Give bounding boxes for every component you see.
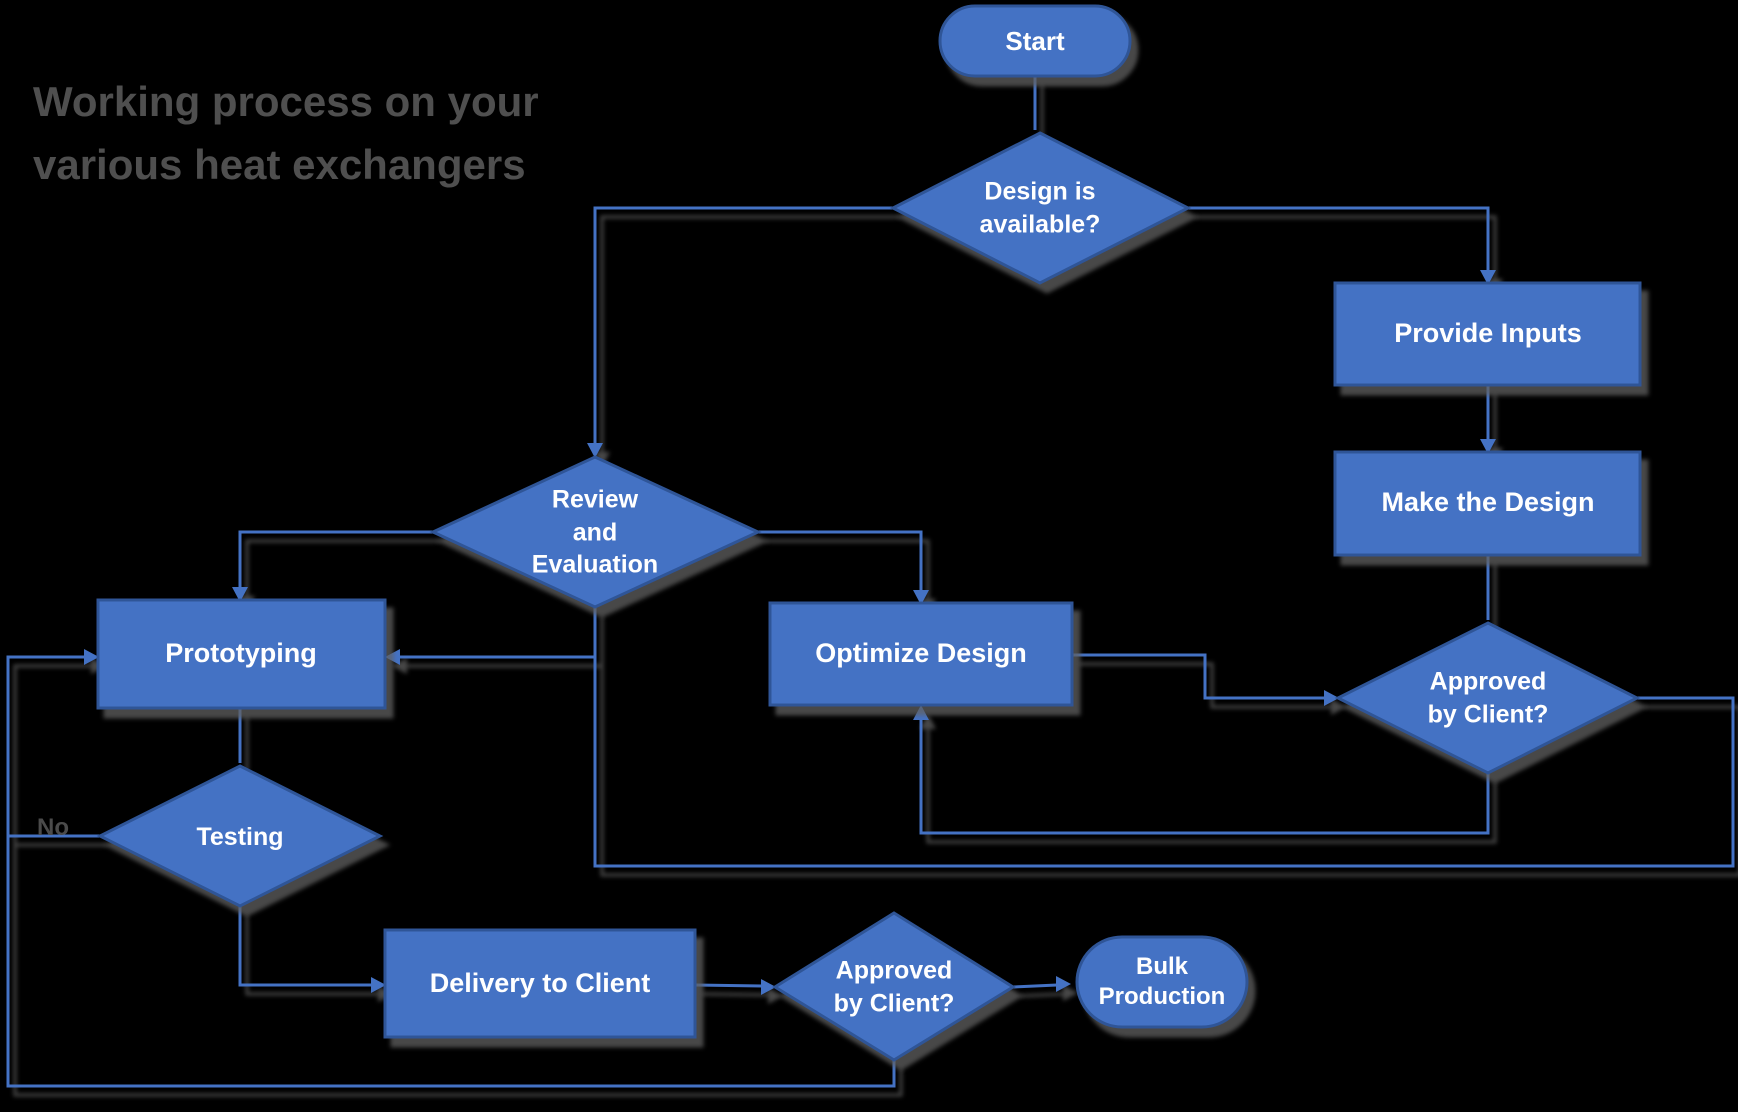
optimize-design-shape	[768, 601, 1074, 707]
delivery-to-client-shape	[383, 928, 697, 1039]
edge-optimize-approved1	[1072, 653, 1325, 700]
edge-approved1-no-optimize	[919, 718, 1490, 835]
edge-label-no: No	[37, 814, 69, 841]
edge-review-optimize	[758, 530, 923, 590]
approved-by-client-1-shape	[1334, 621, 1641, 775]
node-shapes	[96, 4, 1642, 1062]
edge-testing-delivery	[238, 906, 372, 987]
page-title: Working process on your various heat exc…	[33, 78, 539, 188]
review-evaluation-shape	[429, 455, 762, 609]
edge-review-prototyping	[238, 530, 433, 587]
arrow-into-bulk-left	[1056, 976, 1071, 992]
approved-by-client-2-shape	[772, 911, 1016, 1062]
design-available-shape	[889, 131, 1192, 285]
edge-return-loop-left	[6, 655, 896, 1088]
arrow-into-prototyping-top	[232, 587, 248, 602]
arrow-into-delivery-left	[371, 977, 386, 993]
testing-shape	[96, 764, 384, 908]
arrow-into-optimize-bottom	[913, 705, 929, 720]
arrow-into-approved2-left	[761, 979, 776, 995]
connector-lines	[6, 76, 1735, 1088]
edge-design-provide-inputs	[1188, 206, 1490, 270]
edge-approved1-yes-prototyping	[398, 655, 1735, 868]
arrow-into-prototyping-right	[385, 649, 400, 665]
arrow-into-provide-top	[1480, 270, 1496, 285]
bulk-production-shape	[1075, 935, 1249, 1029]
arrow-into-optimize-top	[913, 590, 929, 605]
start-shape	[938, 4, 1132, 78]
arrow-into-make-top	[1480, 439, 1496, 454]
arrow-into-review-top	[587, 443, 603, 458]
provide-inputs-shape	[1333, 281, 1642, 387]
arrow-into-approved1-left	[1324, 690, 1339, 706]
make-the-design-shape	[1333, 450, 1642, 557]
arrowheads	[84, 270, 1496, 995]
prototyping-shape	[96, 598, 387, 710]
edge-delivery-approved2	[694, 983, 763, 988]
arrow-into-prototyping-left	[84, 649, 99, 665]
edge-design-review	[593, 206, 893, 444]
edge-approved2-bulk	[1012, 983, 1058, 989]
